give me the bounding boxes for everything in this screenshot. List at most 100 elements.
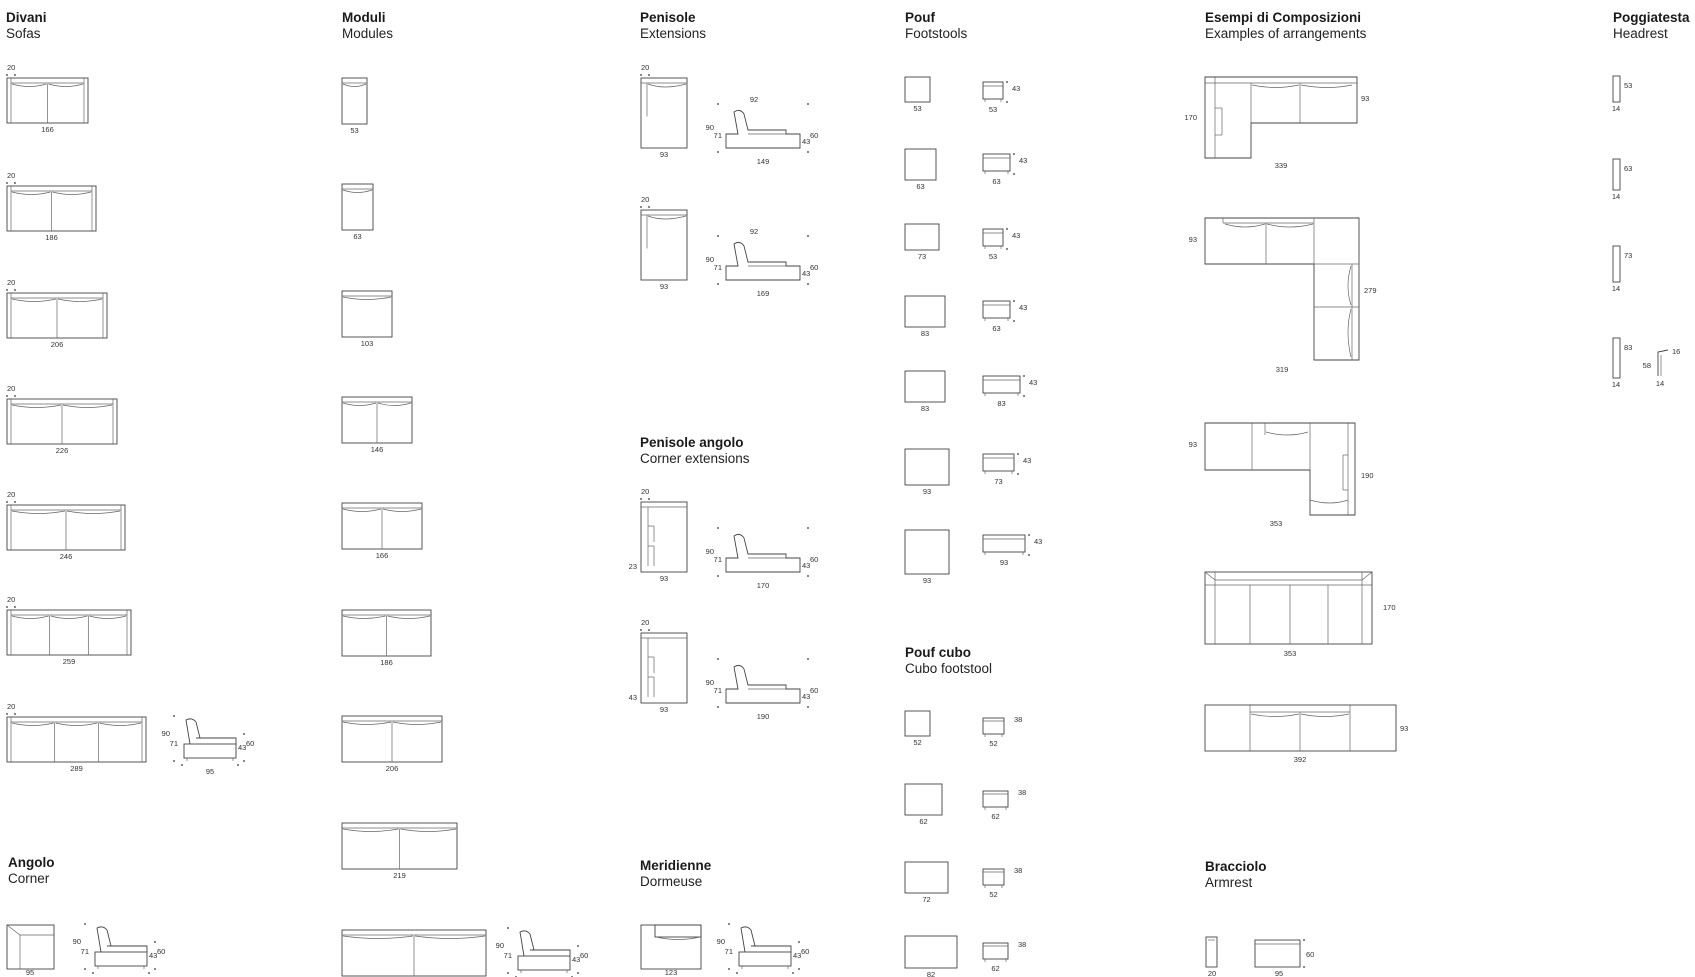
dimension-label: 20	[641, 63, 649, 72]
edge	[342, 615, 386, 619]
dimension-mark	[736, 972, 738, 974]
edge	[107, 945, 148, 952]
module-drawing: 206	[341, 715, 443, 773]
dimension-mark	[181, 764, 183, 766]
edge	[1266, 223, 1314, 228]
dimension-label: 72	[922, 895, 930, 904]
dimension-label: 93	[923, 487, 931, 496]
edge	[11, 615, 49, 619]
edge	[725, 533, 801, 573]
dimension-label: 93	[660, 574, 668, 583]
dimension-mark	[6, 74, 8, 76]
dimension-label: 43	[149, 951, 157, 960]
dimension-label: 14	[1612, 284, 1620, 293]
dimension-mark	[798, 968, 800, 970]
dimension-label: 190	[1361, 471, 1374, 480]
outline	[904, 448, 950, 486]
edge	[1361, 571, 1373, 581]
headrest-drawing: 73 14	[1612, 245, 1632, 293]
section-title: Esempi di Composizioni	[1205, 10, 1362, 25]
dimension-label: 73	[1624, 251, 1632, 260]
edge	[751, 945, 792, 952]
dimension-label: 73	[918, 252, 926, 261]
module-drawing: 53	[341, 77, 368, 135]
dimension-mark	[1006, 228, 1008, 230]
edge	[11, 510, 66, 514]
dimension-label: 63	[916, 182, 924, 191]
outline	[904, 783, 943, 816]
edge	[11, 298, 57, 302]
dimension-label: 43	[1019, 156, 1027, 165]
edge	[48, 83, 84, 87]
dimension-mark	[807, 103, 809, 105]
dimension-mark	[1006, 81, 1008, 83]
edge	[57, 298, 103, 302]
dimension-label: 90	[162, 729, 170, 738]
dimension-label: 38	[1014, 866, 1022, 875]
outline	[1254, 939, 1301, 968]
dimension-label: 20	[1208, 969, 1216, 977]
dimension-label: 146	[371, 445, 384, 454]
dimension-label: 319	[1276, 365, 1289, 374]
edge	[530, 949, 571, 956]
outline	[904, 223, 940, 251]
dimension-label: 170	[1383, 603, 1396, 612]
outline	[982, 375, 1021, 394]
dimension-label: 71	[725, 947, 733, 956]
section-title: Pouf	[905, 10, 935, 25]
dimension-label: 20	[7, 63, 15, 72]
dimension-label: 52	[913, 738, 921, 747]
dimension-mark	[807, 575, 809, 577]
dimension-mark	[6, 501, 8, 503]
dimension-label: 206	[386, 764, 399, 773]
section-dormeuse: Meridienne Dormeuse	[640, 858, 711, 889]
dimension-label: 52	[989, 739, 997, 748]
dimension-label: 63	[353, 232, 361, 241]
dimension-label: 43	[1012, 231, 1020, 240]
dimension-label: 43	[238, 743, 246, 752]
edge	[96, 926, 112, 953]
dimension-mark	[6, 395, 8, 397]
dimension-label: 43	[1034, 537, 1042, 546]
edge	[196, 737, 237, 744]
module-drawing: 186	[341, 609, 432, 667]
outline	[640, 501, 688, 573]
dimension-mark	[14, 395, 16, 397]
outline	[904, 370, 946, 403]
outline	[94, 951, 148, 967]
dimension-mark	[792, 972, 794, 974]
outline	[738, 951, 792, 967]
outline	[341, 290, 393, 338]
dimension-mark	[173, 715, 175, 717]
dimension-label: 60	[810, 263, 818, 272]
dimension-label: 71	[504, 951, 512, 960]
dimension-label: 93	[660, 282, 668, 291]
dimension-label: 20	[7, 384, 15, 393]
dimension-mark	[648, 206, 650, 208]
dimension-mark	[14, 713, 16, 715]
dimension-label: 93	[660, 705, 668, 714]
edge	[52, 191, 92, 195]
edge	[185, 718, 201, 745]
dimension-mark	[717, 235, 719, 237]
dimension-label: 23	[629, 562, 637, 571]
dimension-mark	[1017, 453, 1019, 455]
edge	[1250, 713, 1300, 717]
edge	[11, 191, 51, 195]
edge	[1300, 84, 1353, 88]
dimension-label: 63	[1624, 164, 1632, 173]
dimension-label: 16	[1672, 347, 1680, 356]
dimension-label: 83	[997, 399, 1005, 408]
section-subtitle: Corner extensions	[640, 450, 750, 466]
dimension-mark	[648, 629, 650, 631]
outline	[982, 717, 1005, 735]
